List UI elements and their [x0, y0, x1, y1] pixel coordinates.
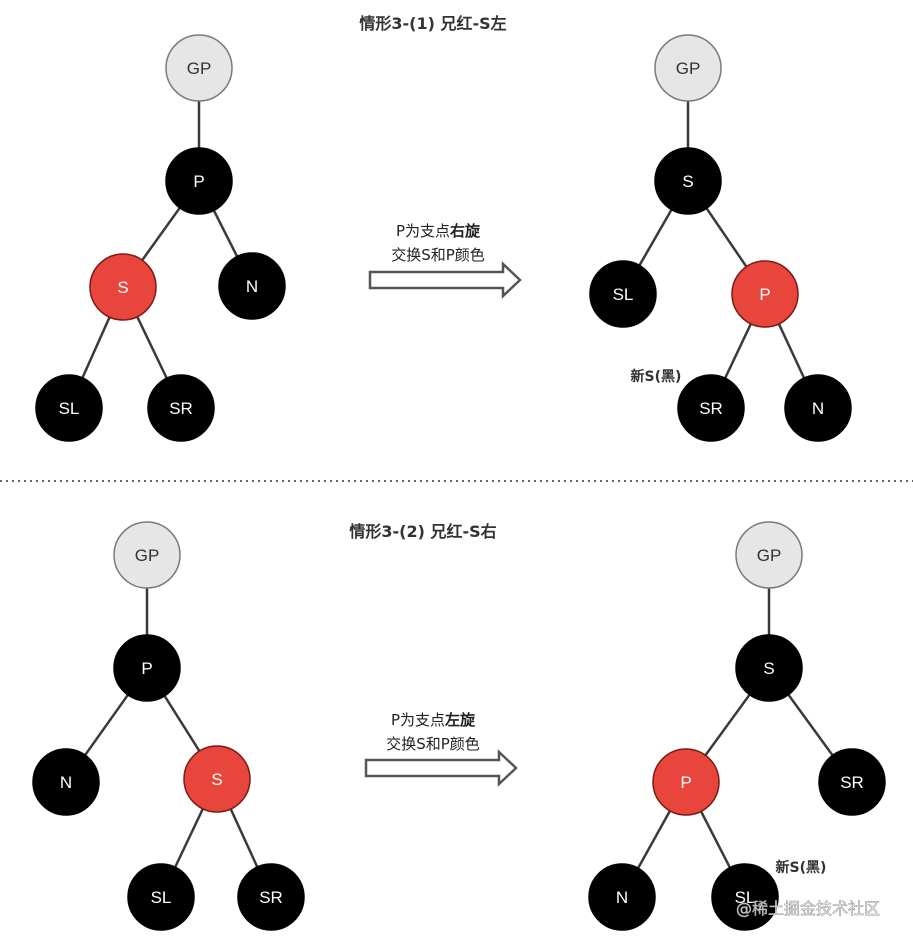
node-sl: SL	[589, 260, 657, 328]
watermark: @稀土掘金技术社区	[736, 899, 880, 918]
node-label: GP	[187, 59, 212, 78]
node-circle	[218, 252, 286, 320]
node-n: N	[32, 748, 100, 816]
node-label: S	[682, 172, 693, 191]
node-circle	[32, 748, 100, 816]
node-p: P	[113, 634, 181, 702]
node-label: SR	[699, 399, 723, 418]
node-gp: GP	[113, 521, 181, 589]
node-circle	[677, 374, 745, 442]
operation-rotation: 左旋	[444, 711, 476, 729]
node-label: GP	[135, 546, 160, 565]
section-1-operation-line2: 交换S和P颜色	[391, 246, 485, 264]
node-circle	[35, 374, 103, 442]
node-s: S	[89, 253, 157, 321]
node-circle	[127, 863, 195, 931]
node-circle	[89, 253, 157, 321]
section-1-operation-line1: P为支点右旋	[396, 222, 481, 240]
node-p: P	[652, 748, 720, 816]
node-label: GP	[676, 59, 701, 78]
node-label: S	[763, 659, 774, 678]
node-circle	[165, 34, 233, 102]
node-sl: SL	[35, 374, 103, 442]
node-label: SR	[169, 399, 193, 418]
node-n: N	[218, 252, 286, 320]
node-p: P	[165, 147, 233, 215]
tree-case1-before: GP P S N SL SR	[35, 34, 286, 442]
node-label: S	[211, 770, 222, 789]
node-circle	[735, 521, 803, 589]
node-sl: SL	[127, 863, 195, 931]
operation-rotation: 右旋	[450, 222, 481, 240]
node-label: N	[616, 888, 628, 907]
node-circle	[588, 863, 656, 931]
node-circle	[652, 748, 720, 816]
node-circle	[654, 34, 722, 102]
node-circle	[237, 863, 305, 931]
node-circle	[711, 863, 779, 931]
node-sr: SR	[818, 748, 886, 816]
node-label: N	[812, 399, 824, 418]
node-label: SL	[613, 285, 634, 304]
tree-case1-after: GP S SL P SR N	[589, 34, 852, 442]
section-1-title: 情形3-(1) 兄红-S左	[359, 14, 506, 33]
node-label: P	[680, 773, 691, 792]
node-label: SR	[259, 888, 283, 907]
node-label: SL	[151, 888, 172, 907]
section-2-title: 情形3-(2) 兄红-S右	[349, 522, 496, 541]
node-label: SL	[735, 888, 756, 907]
node-label: N	[60, 773, 72, 792]
operation-prefix: P为支点	[391, 711, 445, 729]
node-label: S	[117, 278, 128, 297]
node-gp: GP	[165, 34, 233, 102]
section-1-new-s-note: 新S(黑)	[631, 368, 682, 385]
node-circle	[818, 748, 886, 816]
node-gp: GP	[735, 521, 803, 589]
node-circle	[113, 634, 181, 702]
section-2-operation-line1: P为支点左旋	[391, 711, 476, 729]
node-p: P	[731, 260, 799, 328]
node-circle	[589, 260, 657, 328]
node-label: P	[193, 172, 204, 191]
node-gp: GP	[654, 34, 722, 102]
node-circle	[735, 634, 803, 702]
node-n: N	[588, 863, 656, 931]
node-sr: SR	[677, 374, 745, 442]
section-2-new-s-note: 新S(黑)	[776, 859, 827, 876]
node-label: SL	[59, 399, 80, 418]
section-2-arrow-icon	[364, 749, 518, 787]
node-label: SR	[840, 773, 864, 792]
node-n: N	[784, 374, 852, 442]
section-1-arrow-icon	[368, 261, 522, 299]
section-2-operation-line2: 交换S和P颜色	[386, 735, 480, 753]
node-circle	[113, 521, 181, 589]
node-circle	[731, 260, 799, 328]
operation-prefix: P为支点	[396, 222, 450, 240]
node-label: N	[246, 277, 258, 296]
node-sr: SR	[147, 374, 215, 442]
node-s: S	[735, 634, 803, 702]
node-sr: SR	[237, 863, 305, 931]
node-circle	[183, 745, 251, 813]
node-sl: SL	[711, 863, 779, 931]
tree-case2-before: GP P N S SL SR	[32, 521, 305, 931]
node-circle	[147, 374, 215, 442]
node-label: P	[759, 285, 770, 304]
node-s: S	[183, 745, 251, 813]
node-circle	[165, 147, 233, 215]
node-circle	[784, 374, 852, 442]
node-s: S	[654, 147, 722, 215]
node-label: P	[141, 659, 152, 678]
node-circle	[654, 147, 722, 215]
node-label: GP	[757, 546, 782, 565]
tree-case2-after: GP S P SR N SL	[588, 521, 886, 931]
